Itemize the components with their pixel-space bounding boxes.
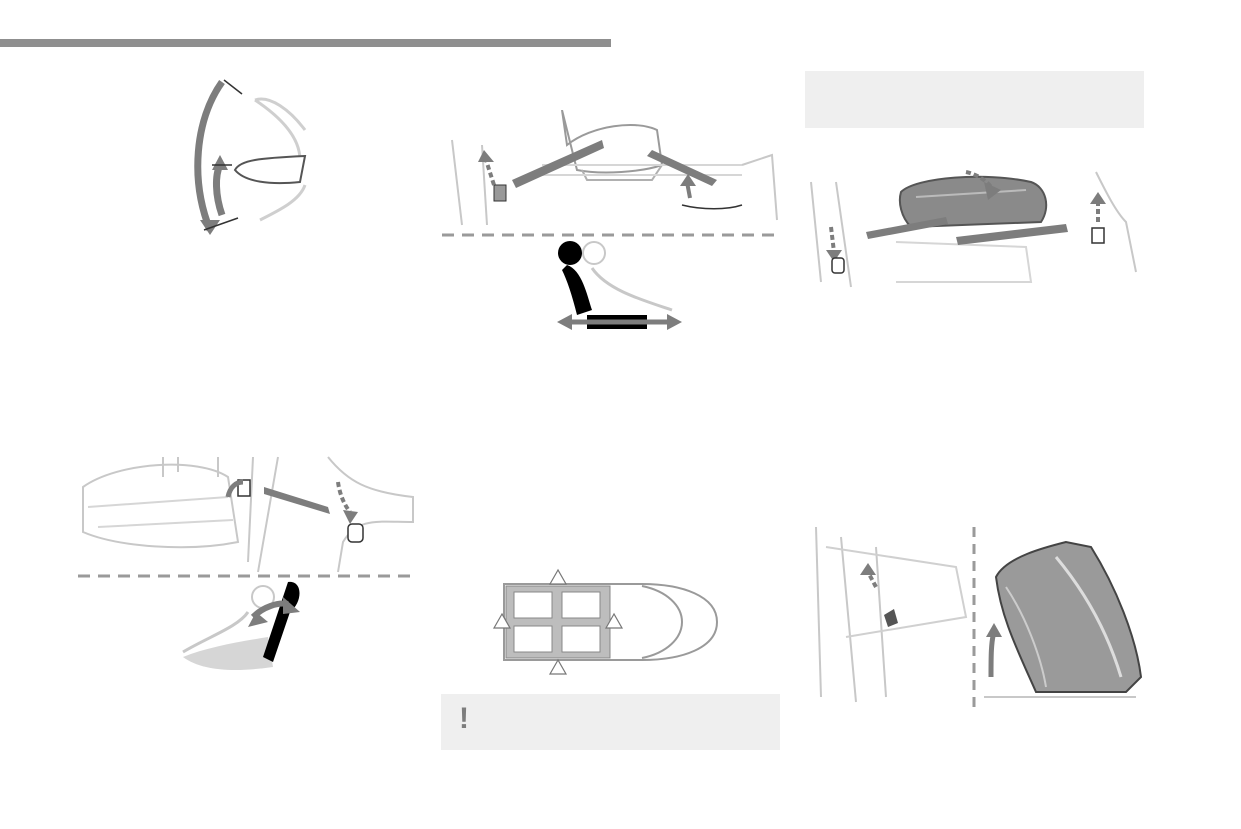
header-rule	[0, 39, 611, 47]
rear-seat-fold-illustration	[806, 162, 1144, 296]
seat-slide-illustration	[442, 110, 780, 332]
warning-box: !	[441, 694, 780, 750]
backrest-angle-illustration	[160, 70, 320, 250]
warning-exclamation-icon: !	[459, 702, 469, 735]
info-box	[805, 71, 1144, 128]
seat-tumble-illustration	[806, 527, 1144, 707]
seat-layout-diagram	[492, 566, 720, 678]
backrest-lever-illustration	[78, 452, 418, 680]
